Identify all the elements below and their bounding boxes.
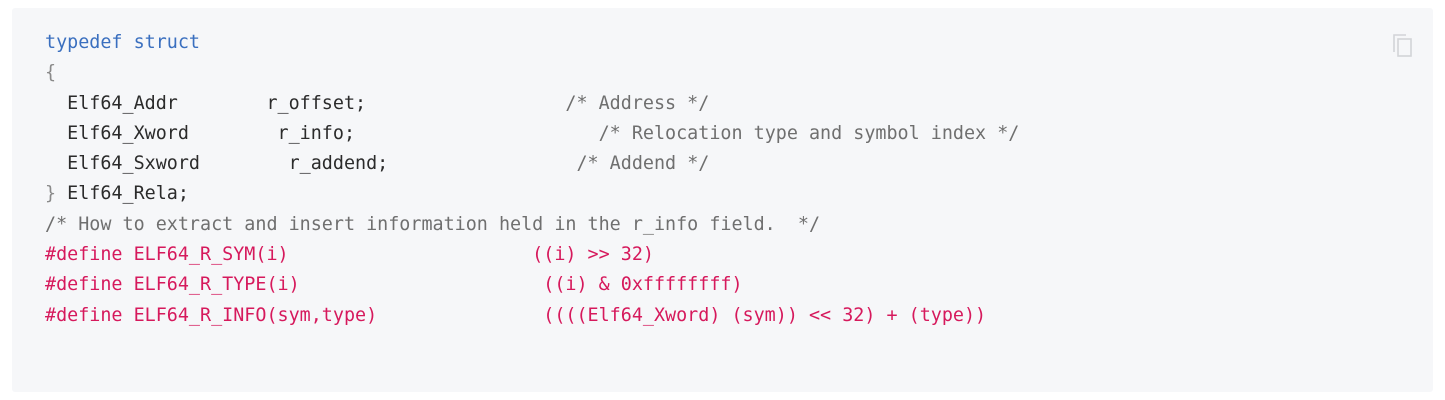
code-content: typedef struct { Elf64_Addr r_offset; /* … [45,28,1019,331]
code-token: /* How to extract and insert information… [45,213,821,235]
code-token: /* Addend */ [576,153,710,175]
code-line: #define ELF64_R_TYPE(i) ((i) & 0xfffffff… [45,270,1019,300]
code-token: { [45,62,57,84]
code-token: Elf64_Xword r_info; [45,122,599,144]
code-token: Elf64_Addr r_offset; [45,92,566,114]
code-line: /* How to extract and insert information… [45,210,1019,240]
code-line: } Elf64_Rela; [45,179,1019,209]
code-token: /* Address */ [565,92,710,114]
code-token: Elf64_Sxword r_addend; [45,153,577,175]
code-token: Elf64_Rela; [56,183,189,205]
code-token: /* Relocation type and symbol index */ [598,122,1020,144]
copy-button[interactable] [1391,32,1415,60]
code-token: } [45,183,57,205]
code-line: #define ELF64_R_INFO(sym,type) ((((Elf64… [45,301,1019,331]
code-line: { [45,58,1019,88]
copy-icon [1393,34,1412,57]
code-line: Elf64_Xword r_info; /* Relocation type a… [45,119,1019,149]
code-token: #define ELF64_R_SYM(i) ((i) >> 32) [45,244,654,266]
code-line: #define ELF64_R_SYM(i) ((i) >> 32) [45,240,1019,270]
code-line: typedef struct [45,28,1019,58]
code-token: #define ELF64_R_INFO(sym,type) ((((Elf64… [45,304,987,326]
code-line: Elf64_Addr r_offset; /* Address */ [45,89,1019,119]
code-block: typedef struct { Elf64_Addr r_offset; /* … [12,8,1433,392]
code-line: Elf64_Sxword r_addend; /* Addend */ [45,149,1019,179]
code-token: #define ELF64_R_TYPE(i) ((i) & 0xfffffff… [45,274,743,296]
code-token: typedef struct [45,32,201,53]
